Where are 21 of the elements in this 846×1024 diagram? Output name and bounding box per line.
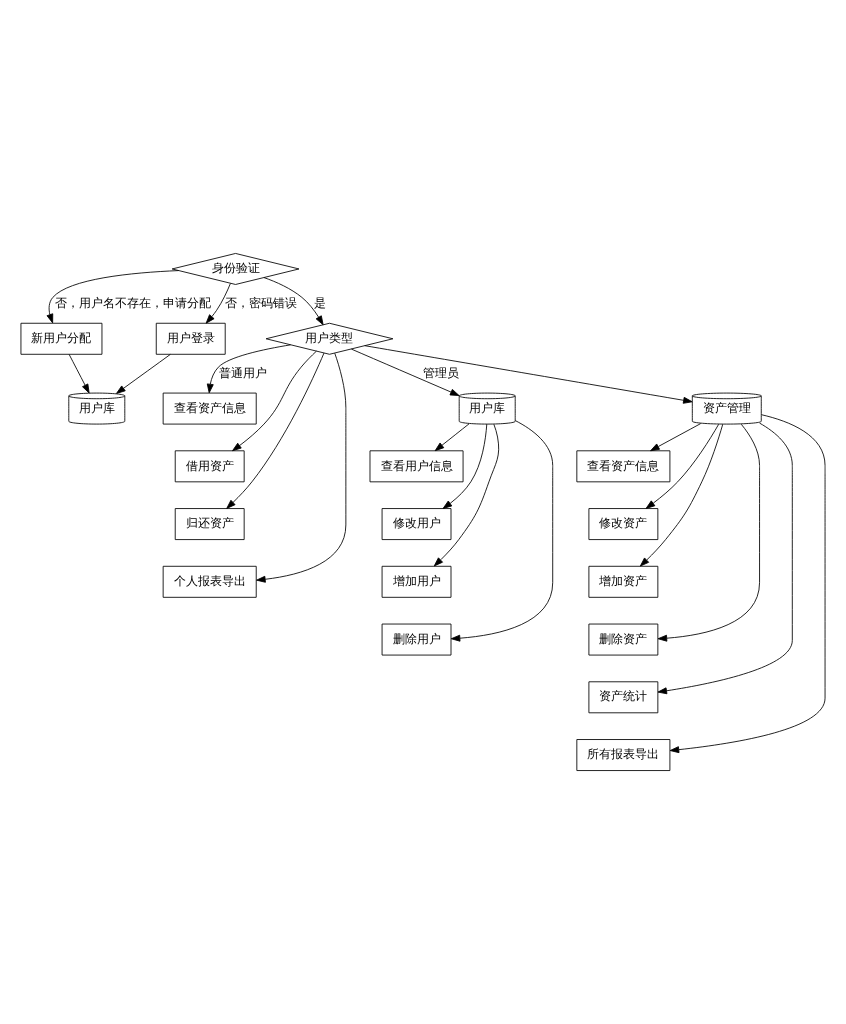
arrow xyxy=(364,345,693,404)
arrow xyxy=(263,277,324,326)
arrow xyxy=(657,422,793,695)
arrow xyxy=(645,423,720,509)
arrow xyxy=(116,353,171,394)
arrow xyxy=(650,423,702,452)
arrow xyxy=(226,352,325,509)
arrow xyxy=(442,423,488,509)
arrow xyxy=(433,423,500,567)
arrow xyxy=(46,270,180,324)
arrow xyxy=(232,350,317,452)
arrow xyxy=(351,348,460,396)
arrow xyxy=(206,344,291,394)
arrow xyxy=(669,414,826,754)
arrow xyxy=(434,423,470,452)
arrow xyxy=(657,423,760,642)
arrow xyxy=(639,423,724,567)
arrow xyxy=(205,283,231,324)
arrow xyxy=(68,353,90,394)
arrow xyxy=(256,352,347,583)
arrow xyxy=(450,420,554,642)
